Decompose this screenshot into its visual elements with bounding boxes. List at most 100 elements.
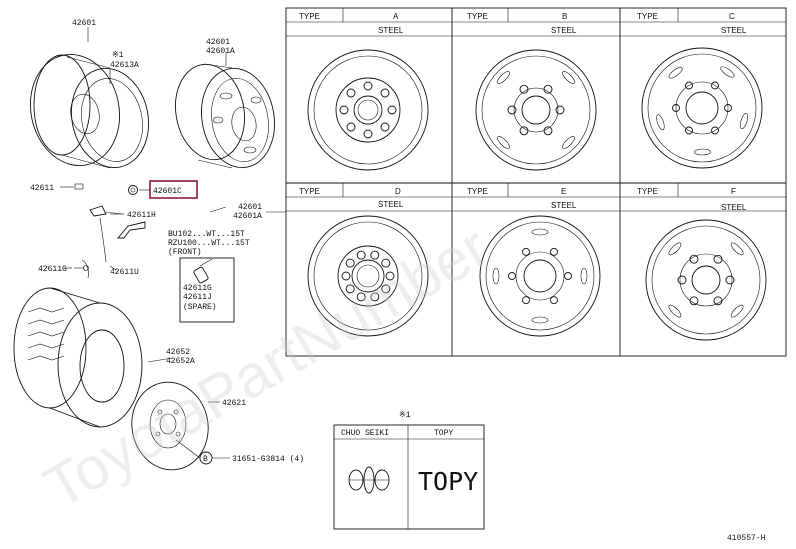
lug-nut-hole (370, 292, 380, 302)
label-42601-right: 42601 (238, 203, 262, 212)
tire-tread (27, 319, 65, 325)
lug-nut-hole (356, 292, 366, 302)
label-42601-mid: 42601 (206, 38, 230, 47)
type-header-e: TYPE (467, 187, 488, 196)
tire-tread (27, 307, 65, 313)
label-42621: 42621 (222, 399, 246, 408)
wheel-vent-slot (497, 71, 510, 84)
lug-nut-hole (711, 126, 719, 135)
tire-tread (27, 355, 65, 361)
label-42611u: 42611U (110, 268, 139, 277)
wheel-vent-slot (668, 67, 683, 79)
maker-note: ※1 (399, 411, 411, 420)
wheel-vent-slot (694, 148, 711, 156)
lug-nut-hole (345, 284, 355, 294)
lug-nut-hole (339, 105, 349, 115)
label-42613a: 42613A (110, 61, 139, 70)
wheel-vent-slot (580, 267, 588, 285)
type-a-label: A (393, 12, 399, 21)
type-d-label: D (395, 187, 401, 196)
lug-nut-hole (725, 275, 735, 285)
tire-tread (27, 331, 65, 337)
chuo-seiki-logo (348, 466, 390, 494)
lug-nut-hole (385, 271, 395, 281)
lug-nut-hole (555, 105, 565, 115)
type-e-label: E (561, 187, 566, 196)
valve-42611h (89, 205, 123, 263)
type-header-d: TYPE (299, 187, 320, 196)
maker-table: ※1 CHUO SEIKI TOPY TOPY (333, 411, 485, 530)
lug-nut-hole (522, 296, 530, 305)
type-b-label: B (562, 12, 567, 21)
material-e: STEEL (551, 201, 577, 210)
type-header-a: TYPE (299, 12, 320, 21)
label-front-note: (FRONT) (168, 248, 202, 257)
lug-nut-hole (370, 250, 380, 260)
wheel-type-f (645, 219, 767, 341)
type-header-c: TYPE (637, 12, 658, 21)
type-c-label: C (729, 12, 735, 21)
label-42611j-box: 42611J (183, 293, 212, 302)
lug-nut-hole (522, 247, 530, 256)
label-bolt: 31651-G3814 (4) (232, 455, 304, 464)
lug-nut-hole (713, 296, 723, 306)
label-spare-note: (SPARE) (183, 303, 217, 312)
lug-nut-hole (508, 272, 516, 280)
label-b-marker: B (203, 455, 208, 464)
lug-nut-hole (380, 122, 390, 132)
label-42601c: 42601C (153, 187, 182, 196)
lug-nut-hole (689, 254, 699, 264)
label-42611g-left: 42611G (38, 265, 67, 274)
type-f-label: F (731, 187, 736, 196)
front-arrow (117, 221, 146, 239)
wheel-disc-exploded (29, 54, 150, 169)
lug-nut-hole (543, 126, 553, 136)
wheel-vent-slot (730, 242, 744, 256)
material-a: STEEL (378, 26, 404, 35)
wheel-vent-slot (531, 316, 549, 324)
label-42601a-right: 42601A (233, 212, 262, 221)
wheel-vent-slot (730, 304, 744, 318)
maker-col-topy: TOPY (434, 429, 453, 438)
valve-stem-box-part (193, 258, 213, 284)
material-c: STEEL (721, 26, 747, 35)
label-42601a-mid: 42601A (206, 47, 235, 56)
label-42652a: 42652A (166, 357, 195, 366)
wheel-42621 (131, 381, 209, 471)
lug-nut-hole (363, 129, 373, 139)
lug-nut-hole (713, 254, 723, 264)
type-header-b: TYPE (467, 12, 488, 21)
valve-42611 (60, 183, 84, 190)
lug-nut-hole (363, 81, 373, 91)
lug-nut-hole (724, 104, 732, 112)
wheel-vent-slot (656, 114, 665, 131)
wheel-vent-slot (668, 242, 682, 256)
valve-42611u (74, 259, 89, 279)
lug-nut-hole (345, 258, 355, 268)
label-42611: 42611 (30, 184, 54, 193)
wheel-vent-slot (720, 66, 735, 78)
nut-42601c (128, 185, 138, 195)
label-rzu-note: RZU100...WT...15T (168, 239, 250, 248)
lug-nut-hole (550, 247, 558, 256)
lug-nut-hole (550, 296, 558, 305)
spare-valve-box (179, 257, 235, 323)
highlight-42601c (149, 180, 198, 199)
label-42601-top: 42601 (72, 19, 96, 28)
lug-nut-hole (346, 88, 356, 98)
lug-nut-hole (711, 81, 719, 90)
tire-tread (27, 343, 65, 349)
lug-nut-hole (380, 88, 390, 98)
wheel-assembly-42601 (175, 63, 275, 169)
maker-col-chuo-seiki: CHUO SEIKI (341, 429, 389, 438)
topy-logo-text: TOPY (418, 467, 478, 496)
wheel-vent-slot (739, 113, 749, 129)
lug-nut-hole (677, 275, 687, 285)
lug-nut-hole (685, 81, 693, 90)
lug-nut-hole (356, 250, 366, 260)
wheel-type-e (479, 215, 601, 337)
lug-nut-hole (519, 126, 529, 136)
lug-nut-hole (543, 84, 553, 94)
